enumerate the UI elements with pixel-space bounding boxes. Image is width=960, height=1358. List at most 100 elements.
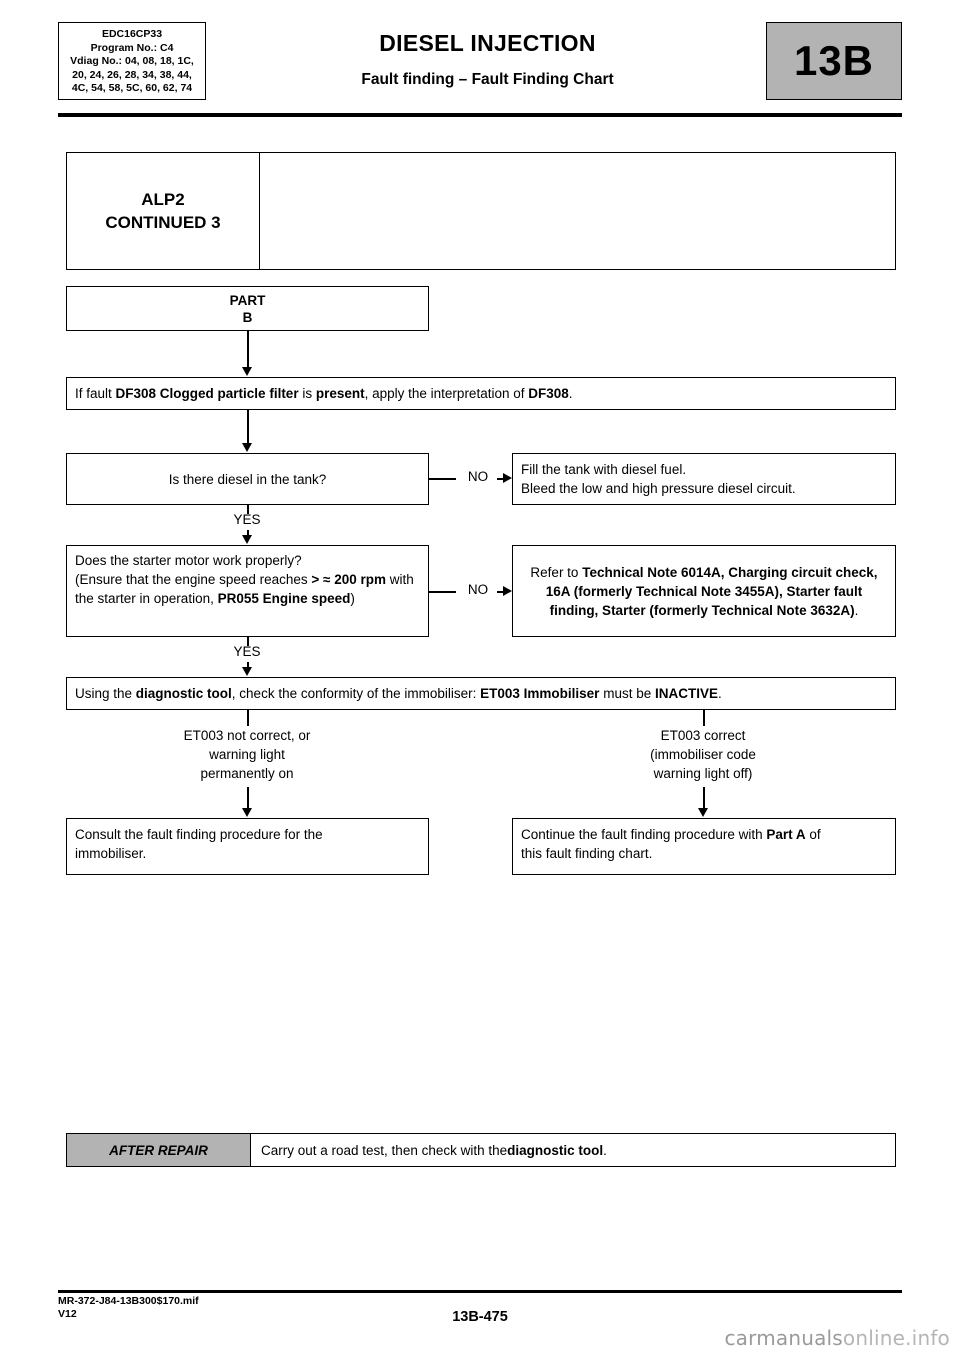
connector-tank-yes-top (247, 505, 249, 514)
page-title: DIESEL INJECTION Fault finding – Fault F… (215, 30, 760, 89)
continue-part-a-box: Continue the fault finding procedure wit… (512, 818, 896, 875)
after-repair-prefix: Carry out a road test, then check with t… (261, 1142, 508, 1158)
ecu-line-3: Vdiag No.: 04, 08, 18, 1C, (70, 55, 194, 67)
df308-bold-ref: DF308 (528, 386, 569, 401)
branch-right-line2: (immobiliser code (650, 747, 756, 762)
alp-title-line1: ALP2 (141, 190, 185, 209)
label-yes-2: YES (233, 644, 261, 659)
alp-title-line2: CONTINUED 3 (105, 213, 221, 232)
df308-mid: is (298, 386, 316, 401)
document-subtitle: Fault finding – Fault Finding Chart (361, 71, 614, 88)
header-divider (58, 113, 902, 117)
connector-tank-no-line-left (429, 478, 456, 480)
connector-immob-right-stub (703, 710, 705, 726)
immob-bold-et003: ET003 Immobiliser (480, 686, 600, 701)
consult-line1: Consult the fault finding procedure for … (75, 827, 323, 842)
footer-divider (58, 1290, 902, 1293)
continue-bold-part-a: Part A (766, 827, 806, 842)
label-yes-1: YES (233, 512, 261, 527)
after-repair-end: . (603, 1142, 607, 1158)
tank-no-action-box: Fill the tank with diesel fuel. Bleed th… (512, 453, 896, 505)
connector-tank-yes-bottom (247, 530, 249, 536)
connector-df308-to-tank (247, 410, 249, 444)
starter-no-action-box: Refer to Technical Note 6014A, Charging … (512, 545, 896, 637)
df308-mid2: , apply the interpretation of (364, 386, 529, 401)
chapter-badge: 13B (766, 22, 902, 100)
connector-tank-no-line-right (497, 478, 506, 480)
connector-arrow-no-2 (503, 586, 512, 596)
immob-end: . (718, 686, 722, 701)
part-letter: B (242, 309, 253, 325)
starter-question-line2c: ) (350, 591, 355, 606)
footer-page-number: 13B-475 (452, 1309, 508, 1325)
watermark-main: carmanuals (724, 1326, 843, 1350)
df308-end: . (568, 386, 573, 401)
branch-left-line2: warning light (209, 747, 285, 762)
after-repair-label: AFTER REPAIR (67, 1134, 251, 1166)
consult-line2: immobiliser. (75, 846, 147, 861)
starter-question-line1: Does the starter motor work properly? (75, 553, 302, 568)
starter-question-bold-rpm: > ≈ 200 rpm (311, 572, 386, 587)
starter-no-bold: Technical Note 6014A, Charging circuit c… (545, 564, 878, 618)
immob-bold-tool: diagnostic tool (135, 686, 232, 701)
connector-starter-no-line-right (497, 591, 506, 593)
question-diesel-in-tank: Is there diesel in the tank? (66, 453, 429, 505)
alp-header-box: ALP2 CONTINUED 3 (66, 152, 896, 270)
df308-bold-fault: DF308 Clogged particle filter (115, 386, 299, 401)
connector-arrow-4 (242, 667, 252, 676)
part-label: PART (229, 292, 266, 308)
immob-mid: , check the conformity of the immobilise… (231, 686, 481, 701)
connector-left-branch-down (247, 787, 249, 809)
part-b-box: PART B (66, 286, 429, 331)
starter-question-line2a: (Ensure that the engine speed reaches (75, 572, 312, 587)
branch-left-line3: permanently on (200, 766, 294, 781)
alp-title-cell: ALP2 CONTINUED 3 (67, 153, 260, 269)
ecu-identification-box: EDC16CP33 Program No.: C4 Vdiag No.: 04,… (58, 22, 206, 100)
branch-label-left: ET003 not correct, or warning light perm… (97, 726, 397, 783)
footer-file-line2: V12 (58, 1308, 77, 1320)
ecu-line-1: EDC16CP33 (101, 28, 163, 40)
connector-right-branch-down (703, 787, 705, 809)
tank-no-line2: Bleed the low and high pressure diesel c… (521, 481, 796, 496)
starter-question-line2b: with the starter in operation, (75, 572, 414, 606)
connector-part-to-df308 (247, 331, 249, 368)
starter-no-end: . (854, 602, 859, 618)
connector-arrow-6 (698, 808, 708, 817)
connector-arrow-no-1 (503, 473, 512, 483)
branch-label-right: ET003 correct (immobiliser code warning … (553, 726, 853, 783)
after-repair-text: Carry out a road test, then check with t… (251, 1134, 895, 1166)
branch-right-line1: ET003 correct (660, 728, 746, 743)
connector-starter-yes-top (247, 637, 249, 646)
immob-bold-inactive: INACTIVE (654, 686, 718, 701)
starter-no-prefix: Refer to (530, 564, 583, 580)
df308-bold-present: present (315, 386, 365, 401)
connector-arrow-2 (242, 443, 252, 452)
label-no-1: NO (467, 469, 489, 484)
connector-starter-no-line-left (429, 591, 456, 593)
after-repair-bold: diagnostic tool (507, 1142, 604, 1158)
label-no-2: NO (467, 582, 489, 597)
continue-prefix: Continue the fault finding procedure wit… (521, 827, 767, 842)
branch-right-line3: warning light off) (653, 766, 753, 781)
after-repair-bar: AFTER REPAIR Carry out a road test, then… (66, 1133, 896, 1167)
document-title: DIESEL INJECTION (379, 30, 596, 56)
df308-prefix: If fault (75, 386, 116, 401)
immob-prefix: Using the (75, 686, 136, 701)
continue-line2: this fault finding chart. (521, 846, 653, 861)
ecu-line-5: 4C, 54, 58, 5C, 60, 62, 74 (71, 82, 193, 94)
continue-mid: of (805, 827, 821, 842)
watermark-dim: online.info (842, 1326, 950, 1350)
connector-arrow-1 (242, 367, 252, 376)
footer-file-reference: MR-372-J84-13B300$170.mif V12 (58, 1295, 199, 1321)
immob-mid2: must be (599, 686, 655, 701)
connector-arrow-5 (242, 808, 252, 817)
df308-statement-box: If fault DF308 Clogged particle filter i… (66, 377, 896, 410)
connector-starter-yes-bottom (247, 662, 249, 668)
connector-arrow-3 (242, 535, 252, 544)
ecu-line-4: 20, 24, 26, 28, 34, 38, 44, (72, 68, 192, 81)
question-starter-motor: Does the starter motor work properly? (E… (66, 545, 429, 637)
consult-immobiliser-box: Consult the fault finding procedure for … (66, 818, 429, 875)
branch-left-line1: ET003 not correct, or (183, 728, 311, 743)
footer-file-line1: MR-372-J84-13B300$170.mif (58, 1295, 199, 1307)
